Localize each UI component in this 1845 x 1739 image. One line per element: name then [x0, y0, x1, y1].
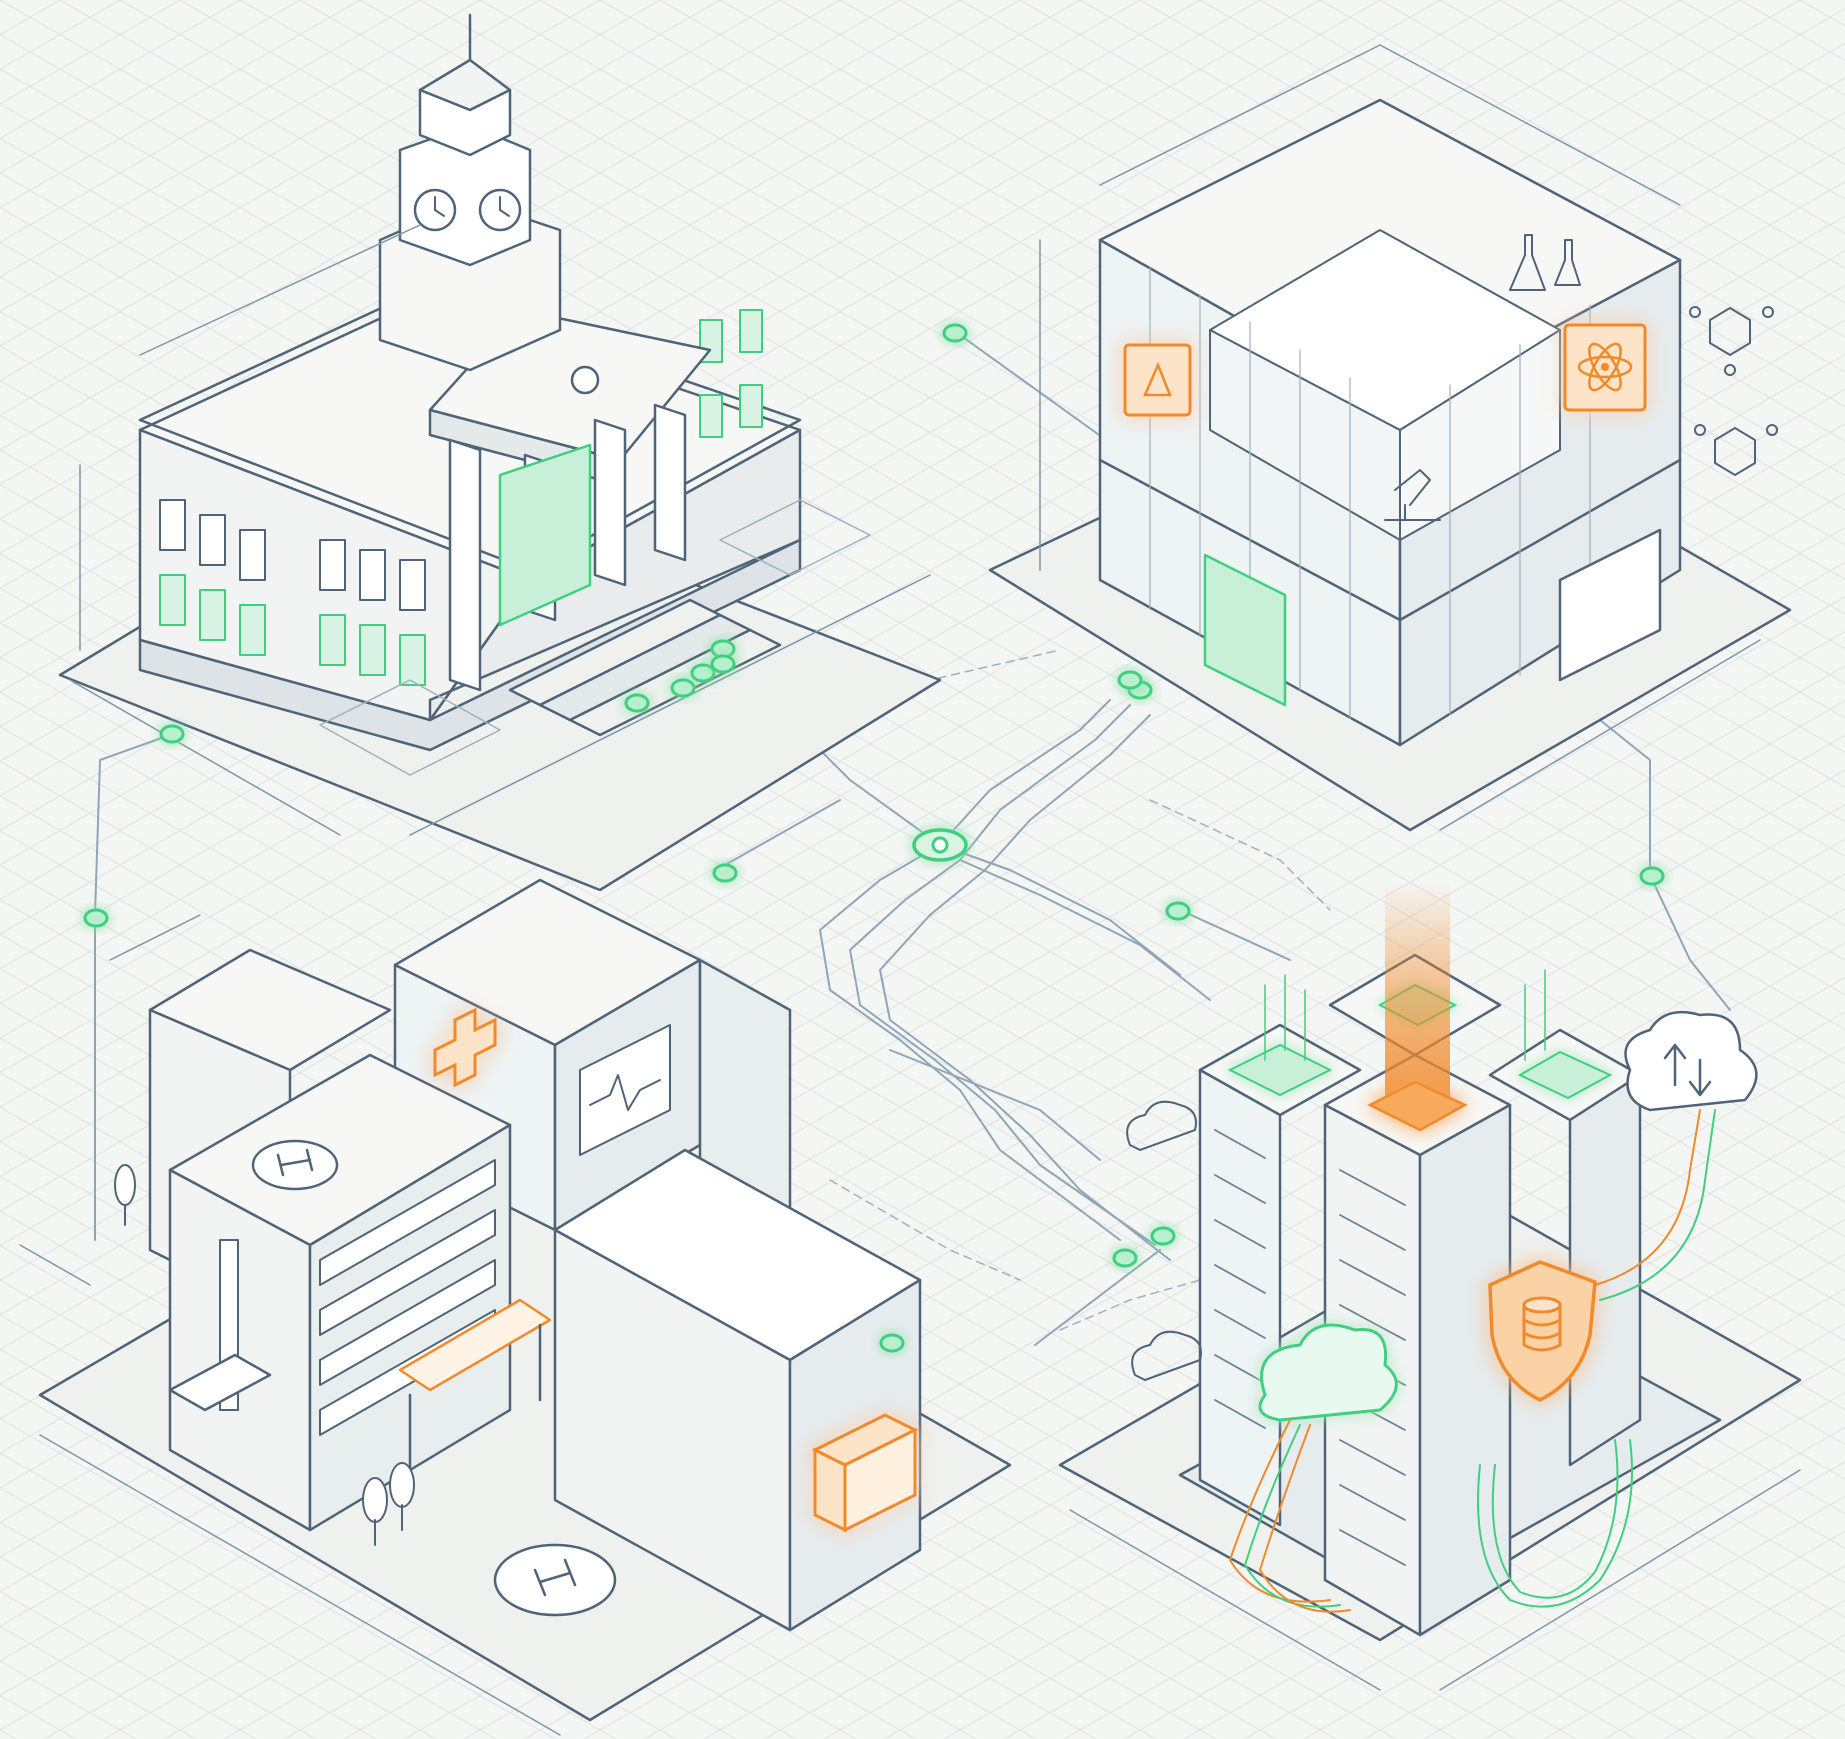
clock-tower-icon — [434, 196, 510, 217]
network-node — [690, 663, 716, 683]
network-node — [879, 1333, 905, 1353]
network-node — [159, 724, 185, 744]
university-building — [58, 13, 942, 892]
flask-icon — [1509, 234, 1581, 291]
cloud-upload-icon — [1624, 1010, 1758, 1112]
shield-database-icon — [1488, 1260, 1597, 1402]
molecule-icon — [1689, 306, 1778, 476]
network-node — [1117, 670, 1143, 690]
helipad-icon — [251, 1139, 577, 1597]
network-node — [1150, 1226, 1176, 1246]
medical-cross-icon — [433, 1007, 497, 1088]
er-reception-desk — [811, 1413, 919, 1533]
network-node — [1639, 866, 1665, 886]
network-node — [670, 678, 696, 698]
cloud-outline-icon — [1126, 1100, 1202, 1381]
network-nodes — [83, 323, 1665, 1353]
network-node — [1165, 901, 1191, 921]
data-beam — [1264, 880, 1546, 1132]
network-node — [83, 908, 109, 928]
network-node — [710, 654, 736, 674]
data-center-building — [1058, 953, 1802, 1691]
lab-hazard-panel — [1123, 343, 1192, 417]
network-node — [1112, 1248, 1138, 1268]
network-node — [942, 323, 968, 343]
network-node — [712, 863, 738, 883]
atom-icon — [1563, 323, 1647, 412]
microscope-icon — [1384, 469, 1441, 521]
data-cables — [1229, 1109, 1716, 1613]
heart-monitor-icon — [579, 1024, 671, 1156]
eye-icon — [912, 828, 968, 862]
network-node — [624, 693, 650, 713]
hospital-building — [19, 878, 1012, 1736]
cloud-icon — [1258, 1323, 1398, 1422]
